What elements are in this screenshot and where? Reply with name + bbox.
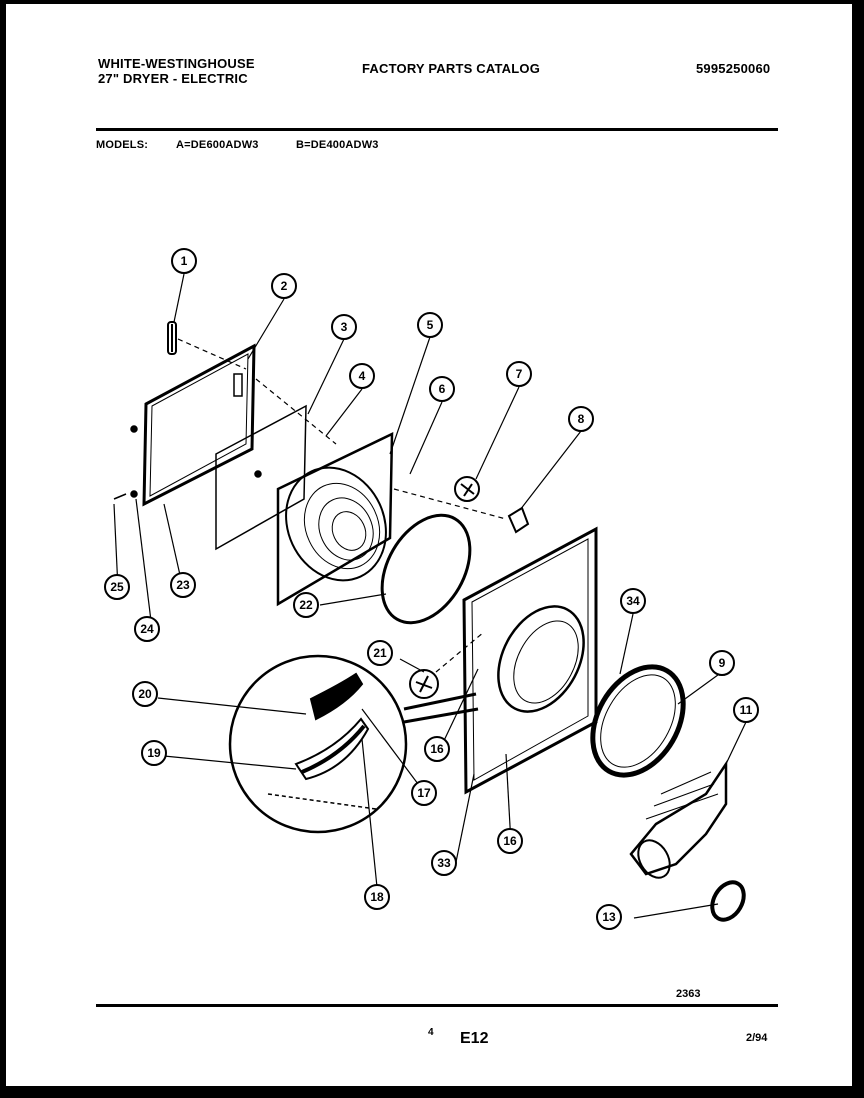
part-screw: [409, 669, 439, 699]
part-door-liner: [276, 431, 394, 607]
brand-name: WHITE-WESTINGHOUSE: [98, 56, 255, 71]
footer-date: 2/94: [746, 1032, 768, 1044]
part-bearing-ring: [590, 664, 686, 778]
callout-34: 34: [620, 588, 646, 614]
callout-25: 25: [104, 574, 130, 600]
callout-2: 2: [271, 273, 297, 299]
callout-16-bottom: 16: [497, 828, 523, 854]
catalog-title: FACTORY PARTS CATALOG: [362, 61, 541, 76]
callout-33: 33: [431, 850, 457, 876]
footer-section: E12: [460, 1030, 489, 1047]
models-label: MODELS:: [96, 139, 149, 151]
callout-19: 19: [141, 740, 167, 766]
callout-18: 18: [364, 884, 390, 910]
part-hinge-pin: [167, 321, 177, 355]
footer-page-number: 4: [428, 1027, 434, 1038]
callout-13: 13: [596, 904, 622, 930]
callout-16-front: 16: [424, 736, 450, 762]
callout-3: 3: [331, 314, 357, 340]
callout-17: 17: [411, 780, 437, 806]
callout-21: 21: [367, 640, 393, 666]
callout-7: 7: [506, 361, 532, 387]
footer-rule: [96, 1004, 778, 1007]
part-duct-housing: [629, 759, 728, 876]
part-inner-panel: [215, 404, 307, 551]
callout-9: 9: [709, 650, 735, 676]
callout-24: 24: [134, 616, 160, 642]
callout-8: 8: [568, 406, 594, 432]
part-door-seal: [380, 513, 472, 625]
callout-5: 5: [417, 312, 443, 338]
callout-23: 23: [170, 572, 196, 598]
callout-6: 6: [429, 376, 455, 402]
product-name: 27" DRYER - ELECTRIC: [98, 71, 248, 86]
model-b: B=DE400ADW3: [296, 139, 379, 151]
callout-1: 1: [171, 248, 197, 274]
footer-code: 2363: [676, 988, 701, 1000]
header-rule: [96, 128, 778, 131]
part-outer-door: [142, 343, 256, 507]
callout-4: 4: [349, 363, 375, 389]
callout-11: 11: [733, 697, 759, 723]
catalog-number: 5995250060: [696, 61, 771, 76]
callout-20: 20: [132, 681, 158, 707]
detail-magnifier: [228, 654, 408, 834]
callout-22: 22: [293, 592, 319, 618]
parts-catalog-page: WHITE-WESTINGHOUSE 27" DRYER - ELECTRIC …: [6, 4, 852, 1086]
part-grommet: [710, 880, 746, 922]
part-door-catch: [454, 476, 480, 502]
part-strike: [507, 506, 530, 534]
exploded-view-diagram: [113, 273, 747, 922]
model-a: A=DE600ADW3: [176, 139, 259, 151]
